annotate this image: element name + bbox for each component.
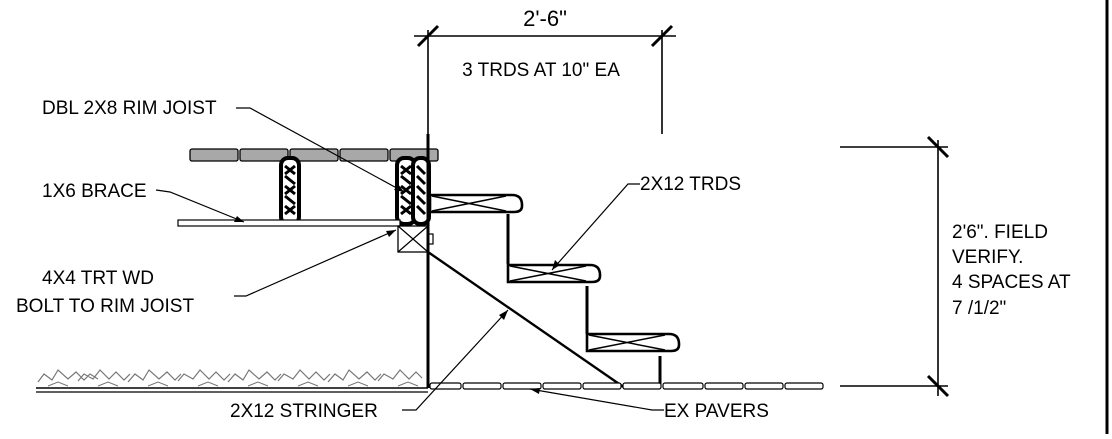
leader-arrow (552, 260, 560, 270)
width-dimension: 2'-6" 3 TRDS AT 10" EA (414, 6, 676, 134)
deck-board (239, 148, 289, 162)
gravel-hatch (37, 369, 423, 383)
post-4x4 (397, 225, 434, 253)
height-tick-top (926, 135, 950, 159)
rim-joist-leader (236, 107, 405, 193)
overall-width-label: 2'-6" (523, 6, 567, 31)
brace-leader (155, 189, 245, 223)
leaders (155, 107, 664, 411)
leader-arrow (530, 388, 540, 394)
paver (462, 382, 502, 390)
height-tick-bottom (926, 374, 950, 398)
paver (662, 382, 704, 390)
pavers-leader (529, 388, 664, 411)
rim-joist-hatch (400, 164, 412, 216)
deck-board (189, 148, 239, 162)
stringer-bottom-edge (427, 251, 626, 389)
rim-joist-hatch (415, 164, 427, 216)
tread-cross (431, 195, 507, 212)
paver (622, 382, 662, 390)
rim-joist-label: DBL 2X8 RIM JOIST (42, 98, 217, 119)
treads-label: 2X12 TRDS (640, 174, 741, 195)
post-leader (234, 229, 397, 297)
pavers-label: EX PAVERS (664, 401, 769, 422)
paver (429, 382, 462, 390)
brace-label: 1X6 BRACE (42, 181, 147, 202)
brace-board (177, 219, 401, 227)
post-label-line2: BOLT TO RIM JOIST (16, 296, 194, 317)
paver (704, 382, 744, 390)
paver (582, 382, 622, 390)
deck-board (289, 148, 339, 162)
leader-arrow (499, 310, 508, 320)
width-tick-right (650, 24, 674, 48)
gravel-hatch (47, 381, 419, 387)
leader-arrow (234, 216, 244, 222)
paver (784, 382, 824, 390)
pavers (429, 382, 824, 390)
tread (585, 332, 681, 353)
width-tick-left (416, 24, 440, 48)
ground (36, 369, 428, 393)
height-label-line4: 7 /1/2" (952, 298, 1006, 319)
height-label-line3: 4 SPACES AT (952, 272, 1071, 293)
height-label-line1: 2'6". FIELD (952, 222, 1048, 243)
tread (506, 263, 602, 284)
tread-cross (509, 265, 587, 282)
stringer-label: 2X12 STRINGER (230, 401, 378, 422)
height-label-line2: VERIFY. (952, 247, 1023, 268)
leader-arrow (386, 230, 396, 237)
treads (428, 193, 681, 353)
deck-board (339, 148, 389, 162)
paver (502, 382, 542, 390)
height-dimension: 2'6". FIELD VERIFY. 4 SPACES AT 7 /1/2" (840, 135, 1071, 398)
stringer-risers (506, 214, 662, 388)
joist-hatch (284, 164, 296, 216)
joists (279, 156, 431, 226)
paver (542, 382, 582, 390)
leader-arrow (394, 184, 404, 192)
post-label-line1: 4X4 TRT WD (42, 268, 154, 289)
post-cross (397, 225, 429, 253)
stringer-leader (402, 309, 509, 411)
treads-leader (551, 183, 640, 271)
tread-spacing-label: 3 TRDS AT 10" EA (462, 60, 620, 81)
paver (744, 382, 784, 390)
tread-cross (588, 334, 666, 351)
tread (428, 193, 524, 214)
